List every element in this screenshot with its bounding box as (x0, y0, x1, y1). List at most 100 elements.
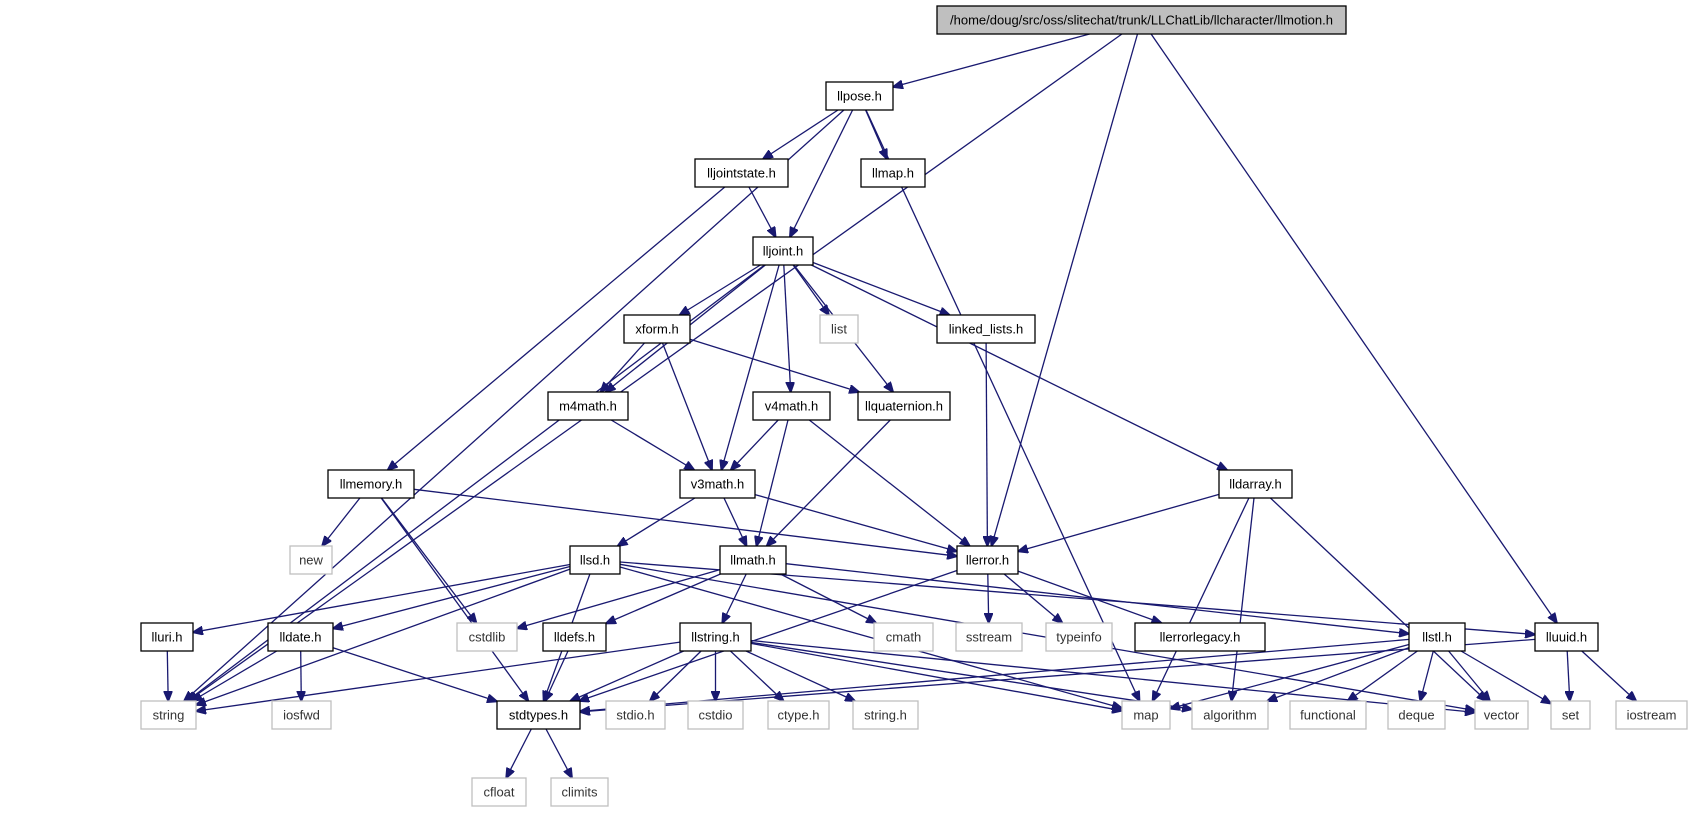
edge-stdtypes-to-climits (545, 728, 572, 778)
edge-llsd-to-string (196, 568, 571, 705)
node-v3math[interactable]: v3math.h (679, 469, 756, 499)
node-label: linked_lists.h (949, 322, 1023, 337)
node-box (767, 700, 830, 730)
node-lljointstate[interactable]: lljointstate.h (694, 158, 789, 188)
node-label: map (1133, 708, 1158, 723)
header-nodes: /home/doug/src/oss/slitechat/trunk/LLCha… (140, 5, 1688, 807)
node-lldefs[interactable]: lldefs.h (542, 622, 607, 652)
node-label: v4math.h (765, 399, 818, 414)
node-lldarray[interactable]: lldarray.h (1218, 469, 1293, 499)
node-new: new (289, 545, 333, 575)
node-lluri[interactable]: lluri.h (140, 622, 194, 652)
edge-llmemory-to-cstdlib (381, 497, 477, 623)
edge-lljoint-to-lldarray (811, 264, 1227, 470)
node-box (819, 314, 859, 344)
edge-llmemory-to-llerror (413, 488, 957, 556)
node-label: lldate.h (280, 630, 322, 645)
node-iosfwd: iosfwd (271, 700, 332, 730)
edge-lluuid-to-set (1567, 650, 1570, 701)
node-box (547, 391, 629, 421)
node-label: stdtypes.h (509, 708, 568, 723)
edge-lljoint-to-linked_lists (812, 261, 950, 316)
node-string_h: string.h (852, 700, 919, 730)
node-box (542, 622, 607, 652)
node-m4math[interactable]: m4math.h (547, 391, 629, 421)
node-label: lldarray.h (1229, 477, 1282, 492)
node-box (956, 545, 1019, 575)
node-lldate[interactable]: lldate.h (267, 622, 334, 652)
edge-llerror-to-typeinfo (1003, 573, 1062, 623)
edge-lldarray-to-map (1153, 497, 1250, 701)
node-cmath: cmath (873, 622, 934, 652)
node-box (687, 700, 744, 730)
node-xform[interactable]: xform.h (623, 314, 691, 344)
edge-llmath-to-llstl (785, 563, 1409, 634)
node-box (140, 622, 194, 652)
node-cfloat: cfloat (471, 777, 527, 807)
node-llstring[interactable]: llstring.h (679, 622, 752, 652)
node-lluuid[interactable]: lluuid.h (1534, 622, 1599, 652)
edge-linked_lists-to-llerror (986, 342, 987, 546)
node-linked_lists[interactable]: linked_lists.h (936, 314, 1036, 344)
node-llstl[interactable]: llstl.h (1408, 622, 1466, 652)
edge-llstring-to-stdtypes (570, 650, 684, 701)
node-box (623, 314, 691, 344)
node-vector: vector (1474, 700, 1529, 730)
node-llpose[interactable]: llpose.h (825, 81, 894, 111)
node-box (1534, 622, 1599, 652)
node-llquaternion[interactable]: llquaternion.h (857, 391, 951, 421)
edge-lldate-to-string (192, 650, 278, 701)
node-label: v3math.h (691, 477, 744, 492)
edge-llstl-to-set (1460, 650, 1551, 704)
edge-v3math-to-llerror (754, 493, 957, 552)
edge-lldefs-to-stdtypes (545, 650, 569, 701)
node-llerrorlegacy[interactable]: llerrorlegacy.h (1134, 622, 1266, 652)
node-box (852, 700, 919, 730)
node-label: ctype.h (778, 708, 820, 723)
edge-llpose-to-map (865, 109, 1140, 701)
node-llerror[interactable]: llerror.h (956, 545, 1019, 575)
node-label: string.h (864, 708, 907, 723)
edge-llmotion-to-lluuid (1150, 33, 1557, 623)
node-box (1218, 469, 1293, 499)
node-label: /home/doug/src/oss/slitechat/trunk/LLCha… (950, 13, 1333, 28)
edge-llstring-to-stdio (650, 650, 702, 701)
node-box (327, 469, 415, 499)
node-box (752, 391, 831, 421)
node-box (936, 5, 1347, 35)
node-llmotion[interactable]: /home/doug/src/oss/slitechat/trunk/LLCha… (936, 5, 1347, 35)
node-v4math[interactable]: v4math.h (752, 391, 831, 421)
edge-llstl-to-algorithm (1267, 646, 1410, 701)
node-label: set (1562, 708, 1580, 723)
node-label: llmap.h (872, 166, 914, 181)
edge-llmemory-to-stdtypes (380, 497, 528, 701)
edge-llmotion-to-llpose (893, 33, 1090, 87)
node-label: llpose.h (837, 89, 882, 104)
edge-lljointstate-to-lljoint (748, 186, 776, 237)
edge-llmath-to-llstring (722, 573, 747, 623)
edge-lldarray-to-vector (1269, 497, 1486, 701)
node-box (1134, 622, 1266, 652)
node-label: iostream (1627, 708, 1677, 723)
node-box (1045, 622, 1113, 652)
node-llmemory[interactable]: llmemory.h (327, 469, 415, 499)
node-functional: functional (1289, 700, 1367, 730)
node-box (267, 622, 334, 652)
node-box (1121, 700, 1171, 730)
node-label: llmemory.h (340, 477, 403, 492)
node-box (873, 622, 934, 652)
node-llmath[interactable]: llmath.h (719, 545, 787, 575)
node-box (1408, 622, 1466, 652)
node-label: lluuid.h (1546, 630, 1587, 645)
node-stdtypes[interactable]: stdtypes.h (496, 700, 581, 730)
edge-lldarray-to-algorithm (1232, 497, 1255, 701)
node-lljoint[interactable]: lljoint.h (752, 236, 814, 266)
node-label: string (153, 708, 185, 723)
node-box (569, 545, 621, 575)
node-list: list (819, 314, 859, 344)
edge-llstring-to-string (196, 641, 681, 711)
node-llmap[interactable]: llmap.h (860, 158, 926, 188)
edge-llquaternion-to-llmath (767, 419, 891, 546)
node-box (825, 81, 894, 111)
node-llsd[interactable]: llsd.h (569, 545, 621, 575)
